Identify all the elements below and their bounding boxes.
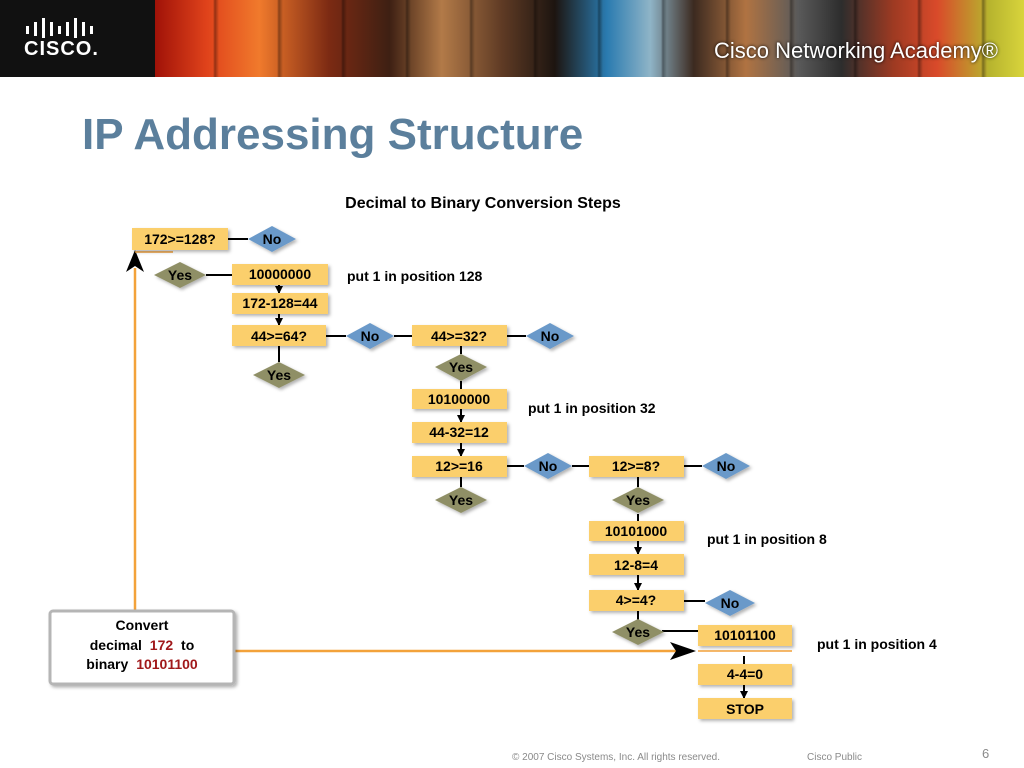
val1-text: 10000000 bbox=[249, 266, 312, 282]
diamond-yes4 bbox=[435, 487, 487, 513]
cisco-logo-text: CISCO. bbox=[24, 38, 99, 60]
no2-text: No bbox=[361, 328, 380, 344]
no5-text: No bbox=[717, 458, 736, 474]
value-boxes bbox=[132, 228, 792, 719]
connector-lines bbox=[206, 238, 748, 699]
cisco-logo: CISCO. bbox=[0, 0, 155, 77]
no3-text: No bbox=[541, 328, 560, 344]
convert-summary-box: Convert decimal 172 to binary 10101100 bbox=[48, 609, 236, 686]
q5-text: 12>=8? bbox=[612, 458, 660, 474]
page-number: 6 bbox=[982, 746, 990, 761]
no1-text: No bbox=[263, 231, 282, 247]
binary-value: 10101100 bbox=[136, 656, 198, 672]
banner-photo-strip bbox=[155, 0, 1024, 77]
box-q5 bbox=[589, 456, 684, 477]
box-sub5 bbox=[589, 554, 684, 575]
diamond-yes5 bbox=[612, 487, 664, 513]
box-val3 bbox=[412, 389, 507, 409]
diamond-no3 bbox=[526, 323, 574, 349]
q2-text: 44>=64? bbox=[251, 328, 307, 344]
box-val5 bbox=[589, 521, 684, 541]
q3-text: 44>=32? bbox=[431, 328, 487, 344]
academy-brand: Cisco Networking Academy® bbox=[714, 38, 998, 63]
box-q4 bbox=[412, 456, 507, 477]
box-stop bbox=[698, 698, 792, 719]
footer-copyright: © 2007 Cisco Systems, Inc. All rights re… bbox=[512, 752, 721, 763]
stop-text: STOP bbox=[726, 701, 764, 717]
q6-text: 4>=4? bbox=[616, 592, 656, 608]
no6-text: No bbox=[721, 595, 740, 611]
diamond-yes1 bbox=[154, 262, 206, 288]
note-position-4: put 1 in position 4 bbox=[817, 636, 937, 652]
yes6-text: Yes bbox=[626, 624, 650, 640]
box-q3 bbox=[412, 325, 507, 346]
box-sub6 bbox=[698, 664, 792, 685]
note-position-32: put 1 in position 32 bbox=[528, 400, 656, 416]
sub1-text: 172-128=44 bbox=[242, 295, 317, 311]
box-val1 bbox=[232, 264, 328, 285]
up-arrow-head-icon bbox=[126, 250, 144, 272]
sub5-text: 12-8=4 bbox=[614, 557, 658, 573]
yes4-text: Yes bbox=[449, 492, 473, 508]
orange-flow-arrows bbox=[126, 250, 792, 660]
sub6-text: 4-4=0 bbox=[727, 666, 763, 682]
decision-diamonds bbox=[154, 226, 755, 645]
note-position-8: put 1 in position 8 bbox=[707, 531, 827, 547]
q1-text: 172>=128? bbox=[144, 231, 216, 247]
box-q1 bbox=[132, 228, 228, 250]
yes3-text: Yes bbox=[449, 359, 473, 375]
q4-text: 12>=16 bbox=[435, 458, 483, 474]
diamond-no1 bbox=[248, 226, 296, 252]
diagram-heading: Decimal to Binary Conversion Steps bbox=[345, 195, 621, 212]
diamond-yes2 bbox=[253, 362, 305, 388]
diamond-no6 bbox=[705, 590, 755, 616]
diamond-yes3 bbox=[435, 354, 487, 381]
sub3-text: 44-32=12 bbox=[429, 424, 489, 440]
note-position-128: put 1 in position 128 bbox=[347, 268, 483, 284]
val6-text: 10101100 bbox=[714, 627, 776, 643]
diamond-no4 bbox=[524, 453, 572, 479]
diamond-no5 bbox=[702, 453, 750, 479]
convert-line-1: Convert bbox=[116, 617, 169, 633]
yes5-text: Yes bbox=[626, 492, 650, 508]
box-sub3 bbox=[412, 422, 507, 443]
convert-line-2: decimal 172 to bbox=[90, 637, 195, 653]
diamond-no2 bbox=[346, 323, 394, 349]
box-val6 bbox=[698, 625, 792, 646]
val5-text: 10101000 bbox=[605, 523, 668, 539]
decimal-value: 172 bbox=[150, 637, 174, 653]
header-banner: CISCO. Cisco Networking Academy® bbox=[0, 0, 1024, 77]
diamond-yes6 bbox=[612, 619, 664, 645]
slide-title: IP Addressing Structure bbox=[82, 110, 584, 159]
val3-text: 10100000 bbox=[428, 391, 491, 407]
box-q6 bbox=[589, 590, 684, 611]
footer-classification: Cisco Public bbox=[807, 752, 863, 763]
box-sub1 bbox=[232, 293, 328, 314]
no4-text: No bbox=[539, 458, 558, 474]
right-arrow-head-icon bbox=[670, 642, 696, 660]
cisco-bars-icon bbox=[26, 18, 93, 38]
box-q2 bbox=[232, 325, 326, 346]
yes2-text: Yes bbox=[267, 367, 291, 383]
yes1-text: Yes bbox=[168, 267, 192, 283]
convert-line-3: binary 10101100 bbox=[86, 656, 198, 672]
